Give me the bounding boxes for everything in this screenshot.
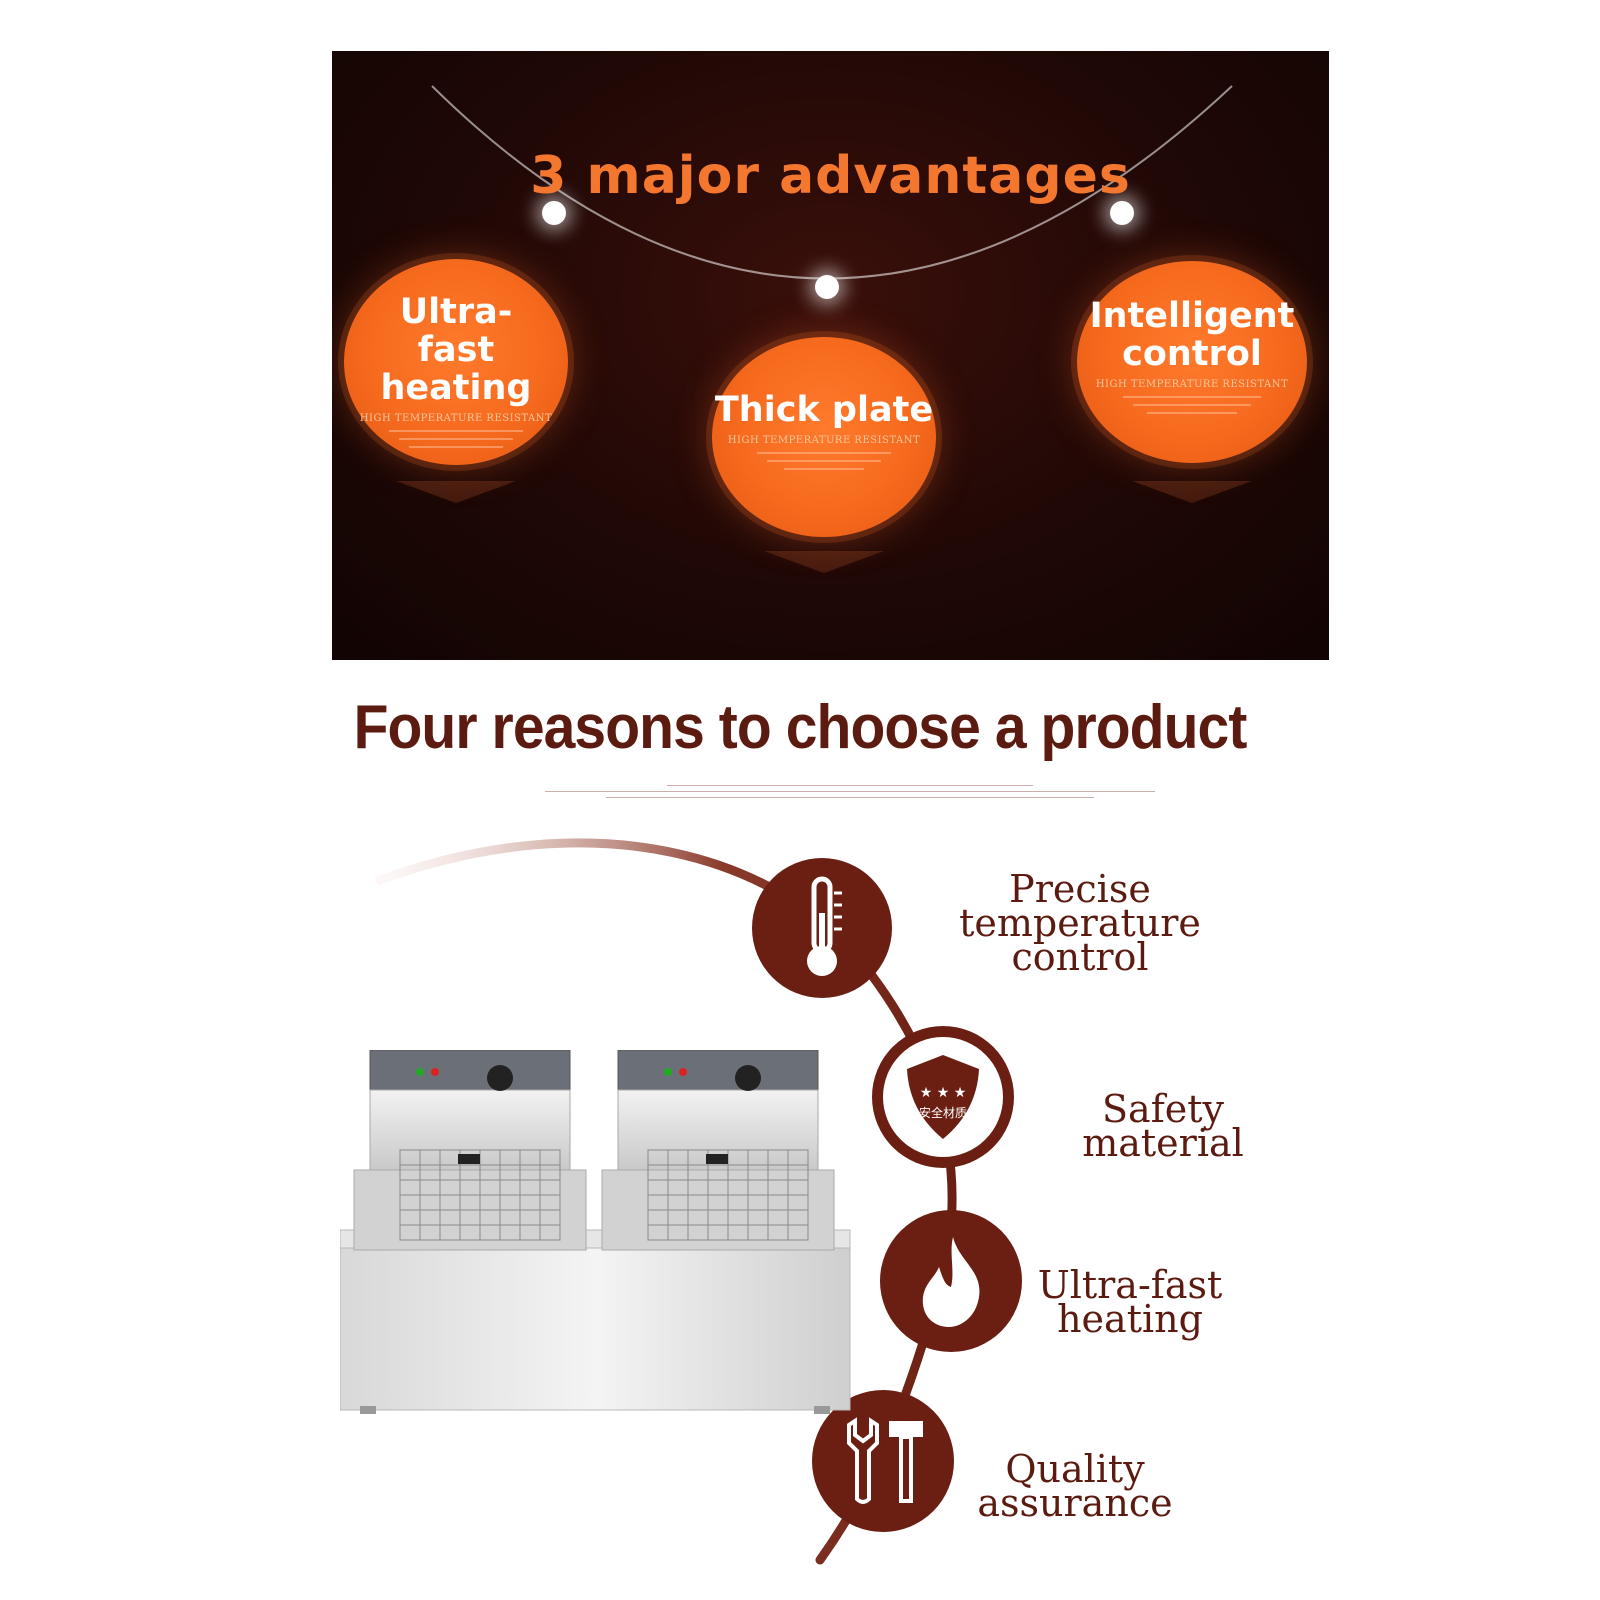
tools-icon [847,1417,923,1504]
svg-text:★ ★ ★: ★ ★ ★ [920,1085,967,1101]
advantage-title: Ultra- fast heating [380,292,532,408]
safety-badge-text: 安全材质 [919,1105,967,1120]
safety-badge: ★ ★ ★ 安全材质 [883,1037,1003,1157]
advantages-title: 3 major advantages [530,146,1131,206]
product-fryer-image [340,1050,851,1414]
reason-label: Ultra-fast heating [1037,1263,1223,1341]
advantage-description-lines [388,430,524,448]
shield-icon: ★ ★ ★ 安全材质 [907,1055,979,1139]
advantage-thick-plate: Thick plate HIGH TEMPERATURE RESISTANT [712,337,936,537]
advantage-subtitle: HIGH TEMPERATURE RESISTANT [1095,379,1289,390]
advantage-title: Intelligent control [1089,296,1295,374]
chevron-down-icon [396,481,516,503]
reason-safety-material: ★ ★ ★ 安全材质 [872,1026,1014,1168]
reasons-title: Four reasons to choose a product [353,693,1248,762]
reason-label: Safety material [1082,1087,1244,1165]
reason-quality-assurance [812,1390,954,1532]
advantage-subtitle: HIGH TEMPERATURE RESISTANT [359,413,553,424]
chevron-down-icon [764,551,884,573]
reason-label: Precise temperature control [959,867,1201,979]
advantage-title: Thick plate [714,390,934,430]
arc-dot [542,201,566,225]
advantage-ultra-fast-heating: Ultra- fast heating HIGH TEMPERATURE RES… [344,259,568,465]
thermometer-icon [807,876,842,976]
advantages-panel: 3 major advantages Ultra- fast heating H… [332,51,1329,660]
chevron-down-icon [1132,481,1252,503]
advantage-description-lines [1123,396,1261,414]
advantage-description-lines [756,452,892,470]
reasons-description-lines [545,780,1155,803]
advantage-intelligent-control: Intelligent control HIGH TEMPERATURE RES… [1077,261,1307,463]
flame-icon [922,1237,980,1327]
arc-dot [815,275,839,299]
advantage-subtitle: HIGH TEMPERATURE RESISTANT [727,435,921,446]
reason-label: Quality assurance [977,1447,1173,1525]
reason-ultra-fast-heating [880,1210,1022,1352]
arc-dot [1110,201,1134,225]
reason-temperature-control [752,858,892,998]
